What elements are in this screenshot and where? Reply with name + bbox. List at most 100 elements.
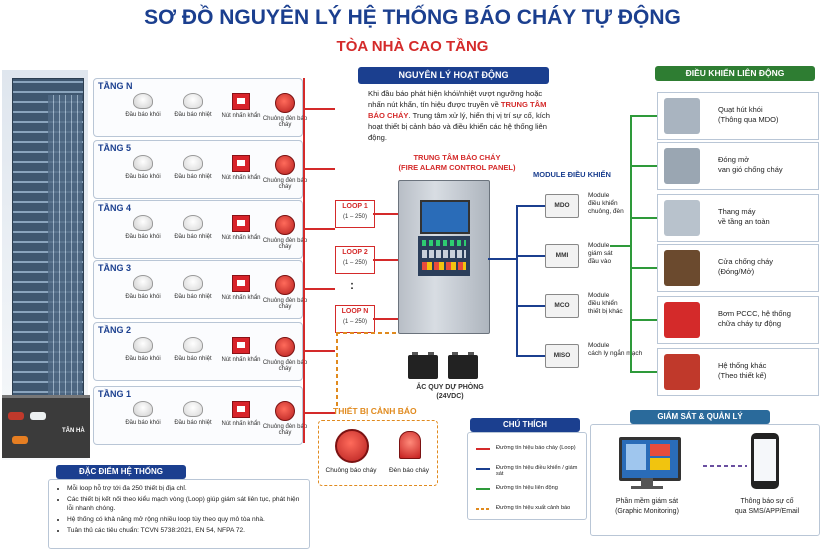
- legend-label: Đường tín hiệu xuất cảnh báo: [496, 505, 571, 511]
- monitoring-title: GIÁM SÁT & QUẢN LÝ: [630, 410, 770, 424]
- manual-call-point-icon: [232, 401, 250, 418]
- heat-detector-icon: [183, 337, 203, 353]
- floor-device: Chuông đèn báo cháy: [260, 155, 310, 190]
- floor-device: Chuông đèn báo cháy: [260, 337, 310, 372]
- device-label: Đầu báo nhiệt: [174, 356, 212, 362]
- device-label: Đầu báo khói: [125, 294, 161, 300]
- control-item: Cửa chống cháy(Đóng/Mở): [657, 244, 819, 292]
- page-title: SƠ ĐỒ NGUYÊN LÝ HỆ THỐNG BÁO CHÁY TỰ ĐỘN…: [144, 6, 681, 29]
- floor-device: Đầu báo khói: [118, 337, 168, 362]
- floor-device: Đầu báo nhiệt: [168, 155, 218, 180]
- fire-door-icon: [664, 250, 700, 286]
- monitoring-box: Phần mềm giám sát (Graphic Monitoring) T…: [590, 424, 820, 536]
- alarm-signal-line: [336, 332, 338, 406]
- fire-bell-icon: [335, 429, 369, 463]
- module-connector-line: [516, 205, 545, 207]
- monitor-stand: [641, 478, 653, 486]
- garage-illustration: TÂN HÀ: [2, 395, 90, 458]
- floor-device: Đầu báo khói: [118, 275, 168, 300]
- loop-line: [303, 412, 335, 414]
- legend-box: Đường tín hiệu báo cháy (Loop) Đường tín …: [467, 432, 587, 520]
- interlock-connector-line: [630, 319, 657, 321]
- smoke-detector-icon: [133, 401, 153, 417]
- smoke-detector-icon: [133, 93, 153, 109]
- loop-range: (1 – 250): [342, 260, 367, 266]
- alarm-devices-box: Chuông báo cháy Đèn báo cháy: [318, 420, 438, 486]
- feature-item: Mỗi loop hỗ trợ tới đa 250 thiết bị địa …: [67, 484, 301, 493]
- device-label: Chuông đèn báo cháy: [262, 360, 308, 372]
- interlock-connector-line: [630, 217, 657, 219]
- floor-device: Đầu báo nhiệt: [168, 337, 218, 362]
- floor-device: Đầu báo nhiệt: [168, 215, 218, 240]
- monitor-icon: [619, 437, 681, 481]
- module-box: MDO: [545, 194, 579, 218]
- interlock-bus-line: [630, 115, 632, 372]
- principle-title: NGUYÊN LÝ HOẠT ĐỘNG: [358, 67, 549, 84]
- features-title: ĐẶC ĐIỂM HỆ THỐNG: [56, 465, 186, 479]
- floor-label: TẦNG N: [98, 81, 133, 91]
- floor-device: Đầu báo khói: [118, 215, 168, 240]
- device-label: Đầu báo khói: [125, 112, 161, 118]
- monitor-label: Phần mềm giám sát (Graphic Monitoring): [615, 498, 679, 515]
- building-side-facade: [48, 95, 82, 450]
- loop-range: (1 – 250): [342, 214, 367, 220]
- panel-to-module-line: [488, 258, 516, 260]
- module-to-interlock-line: [610, 245, 630, 247]
- alarm-signal-line: [336, 332, 398, 334]
- interlock-connector-line: [630, 267, 657, 269]
- interlock-connector-line: [630, 165, 657, 167]
- device-label: Nút nhấn khẩn: [221, 295, 261, 301]
- alarm-bell-label: Chuông báo cháy: [325, 467, 377, 474]
- monitoring-link-line: [703, 465, 747, 467]
- legend-label: Đường tín hiệu điều khiển / giám sát: [496, 465, 578, 477]
- floor-device: Chuông đèn báo cháy: [260, 215, 310, 250]
- module-title: MODULE ĐIỀU KHIỂN: [533, 170, 611, 179]
- module-box: MISO: [545, 344, 579, 368]
- manual-call-point-icon: [232, 93, 250, 110]
- heat-detector-icon: [183, 155, 203, 171]
- control-title: ĐIỀU KHIỂN LIÊN ĐỘNG: [655, 66, 815, 81]
- bell-icon: [275, 215, 295, 235]
- interlock-connector-line: [630, 371, 657, 373]
- bell-icon: [275, 275, 295, 295]
- loop-box-2: LOOP 2 (1 – 250): [335, 246, 375, 274]
- panel-keypad: [418, 236, 470, 276]
- loop-to-panel-line: [373, 259, 398, 261]
- control-item-label: Quạt hút khói(Thông qua MDO): [718, 105, 779, 124]
- floor-device: Đầu báo khói: [118, 93, 168, 118]
- control-item: Quạt hút khói(Thông qua MDO): [657, 92, 819, 140]
- floor-device: Chuông đèn báo cháy: [260, 401, 310, 436]
- device-label: Chuông đèn báo cháy: [262, 298, 308, 310]
- device-label: Đầu báo khói: [125, 356, 161, 362]
- module-box: MCO: [545, 294, 579, 318]
- monitor-base: [631, 486, 663, 489]
- floor-device: Nút nhấn khẩn: [216, 337, 266, 363]
- exhaust-fan-icon: [664, 98, 700, 134]
- heat-detector-icon: [183, 93, 203, 109]
- floor-device: Đầu báo khói: [118, 401, 168, 426]
- loop-name: LOOP N: [341, 308, 369, 315]
- manual-call-point-icon: [232, 337, 250, 354]
- floor-device: Đầu báo nhiệt: [168, 401, 218, 426]
- principle-description: Khi đầu báo phát hiện khói/nhiệt vượt ng…: [368, 89, 550, 142]
- manual-call-point-icon: [232, 275, 250, 292]
- loop-name: LOOP 1: [342, 203, 368, 210]
- smoke-detector-icon: [133, 155, 153, 171]
- legend-label: Đường tín hiệu báo cháy (Loop): [496, 445, 576, 451]
- panel-screen: [420, 200, 470, 234]
- module-box: MMI: [545, 244, 579, 268]
- manual-call-point-icon: [232, 215, 250, 232]
- legend-swatch: [476, 468, 490, 470]
- phone-label: Thông báo sự cố qua SMS/APP/Email: [734, 498, 800, 515]
- bell-icon: [275, 337, 295, 357]
- heat-detector-icon: [183, 401, 203, 417]
- heat-detector-icon: [183, 275, 203, 291]
- floor-device: Nút nhấn khẩn: [216, 275, 266, 301]
- elevator-icon: [664, 200, 700, 236]
- battery-label: ẮC QUY DỰ PHÒNG (24VDC): [416, 384, 484, 400]
- smoke-detector-icon: [133, 275, 153, 291]
- control-item-label: Hệ thống khác(Theo thiết kế): [718, 361, 767, 380]
